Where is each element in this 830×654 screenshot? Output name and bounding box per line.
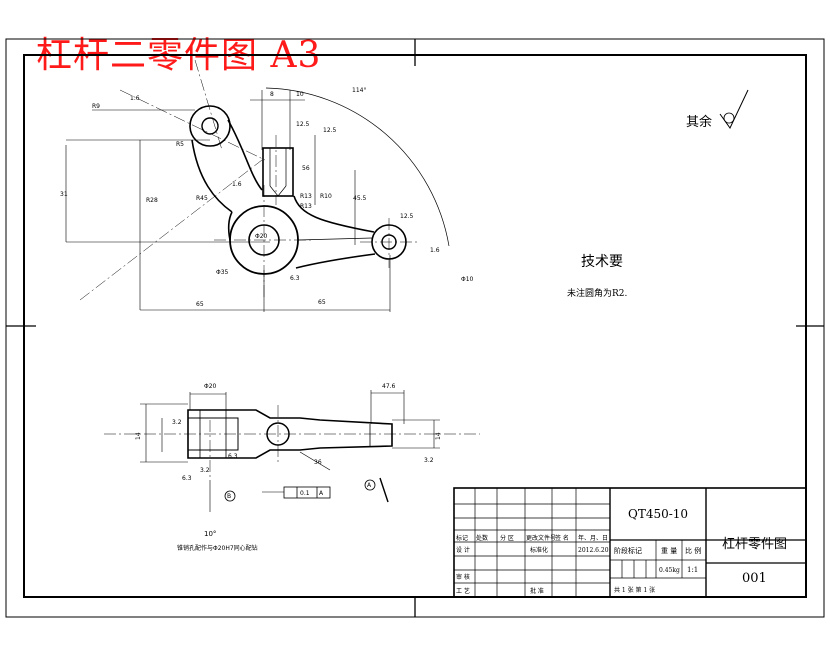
svg-text:锥销孔配作与Φ20H7同心配钻: 锥销孔配作与Φ20H7同心配钻 (177, 544, 258, 552)
svg-text:10°: 10° (204, 530, 216, 538)
svg-text:0.45kg: 0.45kg (659, 567, 680, 574)
part-code: QT450-10 (628, 507, 688, 521)
svg-text:2012.6.20: 2012.6.20 (578, 547, 609, 554)
inner-frame (23, 54, 807, 598)
svg-text:65: 65 (318, 299, 326, 306)
roughness-symbol (719, 89, 749, 129)
svg-text:分 区: 分 区 (500, 534, 514, 542)
tech-req-heading: 技术要 (581, 254, 623, 270)
svg-text:1.6: 1.6 (130, 95, 140, 102)
centering-marks (6, 39, 824, 617)
svg-text:Φ10: Φ10 (461, 276, 474, 283)
svg-text:阶段标记: 阶段标记 (614, 546, 642, 555)
svg-text:R10: R10 (320, 193, 332, 200)
svg-text:12.5: 12.5 (296, 121, 310, 128)
svg-text:标记: 标记 (456, 534, 468, 542)
svg-text:R5: R5 (176, 141, 184, 148)
svg-text:10: 10 (296, 91, 304, 98)
svg-text:更改文件号: 更改文件号 (526, 534, 556, 542)
svg-text:处数: 处数 (476, 534, 488, 542)
svg-text:A: A (319, 490, 324, 497)
svg-text:12.5: 12.5 (400, 213, 414, 220)
svg-text:比 例: 比 例 (685, 546, 701, 555)
svg-text:8: 8 (270, 91, 274, 98)
svg-text:Φ20: Φ20 (255, 233, 268, 240)
part-name: 杠杆零件图 (722, 536, 787, 552)
svg-text:47.6: 47.6 (382, 383, 396, 390)
svg-text:12.5: 12.5 (323, 127, 337, 134)
svg-text:Φ35: Φ35 (216, 269, 229, 276)
svg-text:R45: R45 (196, 195, 208, 202)
svg-text:工 艺: 工 艺 (456, 587, 470, 595)
tech-req-item: 未注圆角为R2. (567, 287, 628, 299)
svg-text:6.3: 6.3 (182, 475, 192, 482)
svg-text:6.3: 6.3 (290, 275, 300, 282)
roughness-note: 其余 (686, 114, 712, 130)
svg-text:14: 14 (135, 432, 142, 440)
svg-text:R13: R13 (300, 193, 312, 200)
title-block (453, 487, 807, 598)
drawing-number: 001 (742, 571, 767, 586)
svg-text:标准化: 标准化 (530, 546, 548, 554)
svg-text:45.5: 45.5 (353, 195, 367, 202)
svg-text:14: 14 (435, 432, 442, 440)
svg-text:共 1 张 第 1 张: 共 1 张 第 1 张 (614, 586, 655, 594)
side-view-labels: Φ20 47.6 14 3.2 3.2 14 36 6.3 0.1 A B A … (135, 383, 442, 552)
svg-text:114°: 114° (352, 87, 366, 94)
svg-text:31: 31 (60, 191, 68, 198)
svg-text:R9: R9 (92, 103, 100, 110)
svg-text:签 名: 签 名 (555, 534, 569, 542)
svg-text:3.2: 3.2 (424, 457, 434, 464)
svg-text:3.2: 3.2 (172, 419, 182, 426)
svg-text:1:1: 1:1 (687, 566, 698, 574)
title-block-text: QT450-10 杠杆零件图 001 阶段标记 重 量 比 例 0.45kg 1… (456, 507, 787, 595)
svg-text:批 准: 批 准 (530, 587, 544, 595)
svg-text:年、月、日: 年、月、日 (578, 534, 608, 542)
svg-text:Φ20: Φ20 (204, 383, 217, 390)
svg-text:A: A (367, 482, 372, 489)
roughness-circle (723, 112, 735, 124)
svg-text:6.3: 6.3 (228, 453, 238, 460)
svg-text:56: 56 (302, 165, 310, 172)
svg-text:B: B (227, 493, 231, 500)
front-view-labels: 8 10 12.5 12.5 1.6 114° R10 R13 45.5 R13… (60, 87, 474, 308)
side-view (104, 390, 480, 512)
svg-text:36: 36 (314, 459, 322, 466)
svg-text:65: 65 (196, 301, 204, 308)
svg-text:设 计: 设 计 (456, 546, 470, 554)
svg-text:R28: R28 (146, 197, 158, 204)
svg-text:3.2: 3.2 (200, 467, 210, 474)
svg-text:0.1: 0.1 (300, 490, 310, 497)
svg-text:审 核: 审 核 (456, 573, 470, 581)
svg-text:1.6: 1.6 (232, 181, 242, 188)
svg-text:1.6: 1.6 (430, 247, 440, 254)
front-view (65, 59, 450, 312)
svg-text:重 量: 重 量 (661, 547, 677, 555)
svg-text:R13: R13 (300, 203, 312, 210)
